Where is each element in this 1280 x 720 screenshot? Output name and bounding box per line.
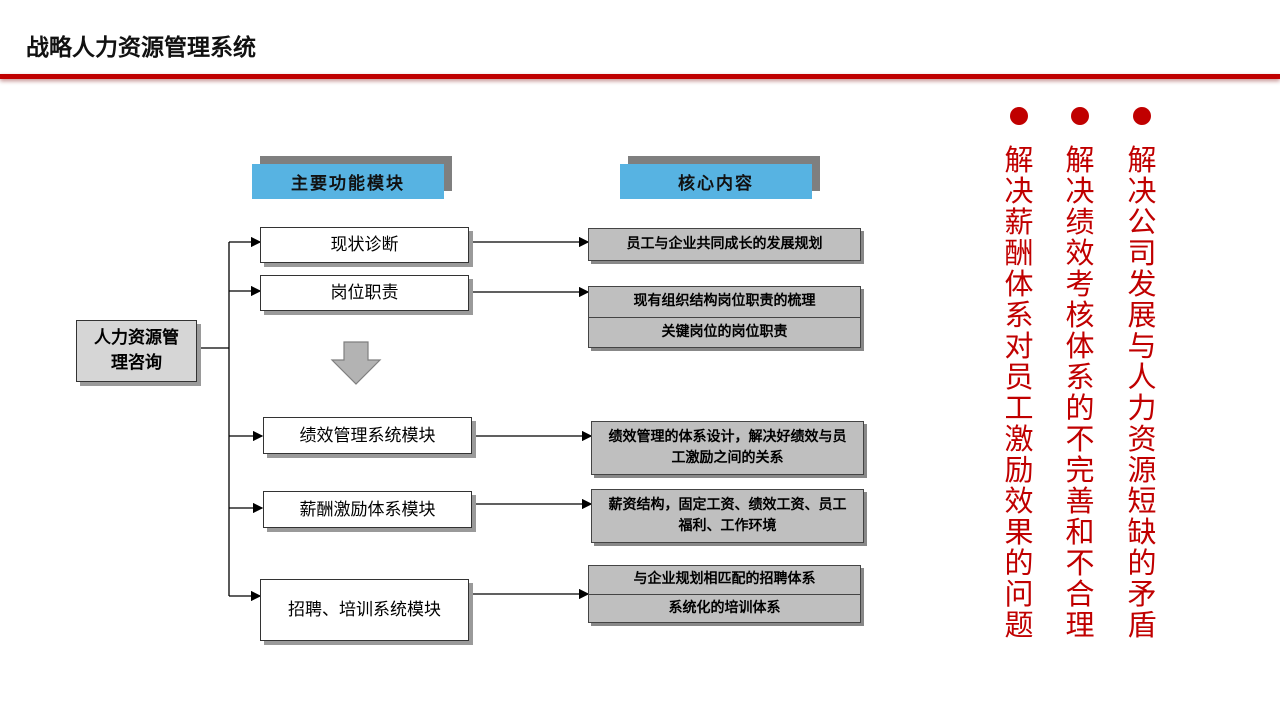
content-row: 与企业规划相匹配的招聘体系 [633,571,816,588]
problem-compensation: 解决薪酬体系对员工激励效果的问题 [1004,143,1034,642]
root-node: 人力资源管理咨询 [76,320,197,382]
content-row: 现有组织结构岗位职责的梳理 [633,293,816,310]
page-title: 战略人力资源管理系统 [26,35,256,61]
content-row: 关键岗位的岗位职责 [589,316,860,348]
module-job-duties: 岗位职责 [260,275,469,311]
content-box-5: 与企业规划相匹配的招聘体系 系统化的培训体系 [588,565,861,623]
content-box-3: 绩效管理的体系设计，解决好绩效与员工激励之间的关系 [591,421,864,475]
header-modules: 主要功能模块 [252,156,452,199]
down-arrow-icon [330,341,382,385]
header-content: 核心内容 [620,156,820,199]
bullet-icon [1071,107,1089,125]
content-row: 系统化的培训体系 [589,593,860,623]
module-recruit-training: 招聘、培训系统模块 [260,579,469,641]
content-box-4: 薪资结构，固定工资、绩效工资、员工福利、工作环境 [591,489,864,543]
title-divider [0,74,1280,79]
bullet-icon [1010,107,1028,125]
content-box-2: 现有组织结构岗位职责的梳理 关键岗位的岗位职责 [588,286,861,348]
module-diagnosis: 现状诊断 [260,227,469,263]
module-performance: 绩效管理系统模块 [263,417,472,454]
content-box-1: 员工与企业共同成长的发展规划 [588,228,861,261]
module-compensation: 薪酬激励体系模块 [263,491,472,528]
problem-performance: 解决绩效考核体系的不完善和不合理 [1065,143,1095,642]
problem-hr-shortage: 解决公司发展与人力资源短缺的矛盾 [1127,143,1157,642]
bullet-icon [1133,107,1151,125]
